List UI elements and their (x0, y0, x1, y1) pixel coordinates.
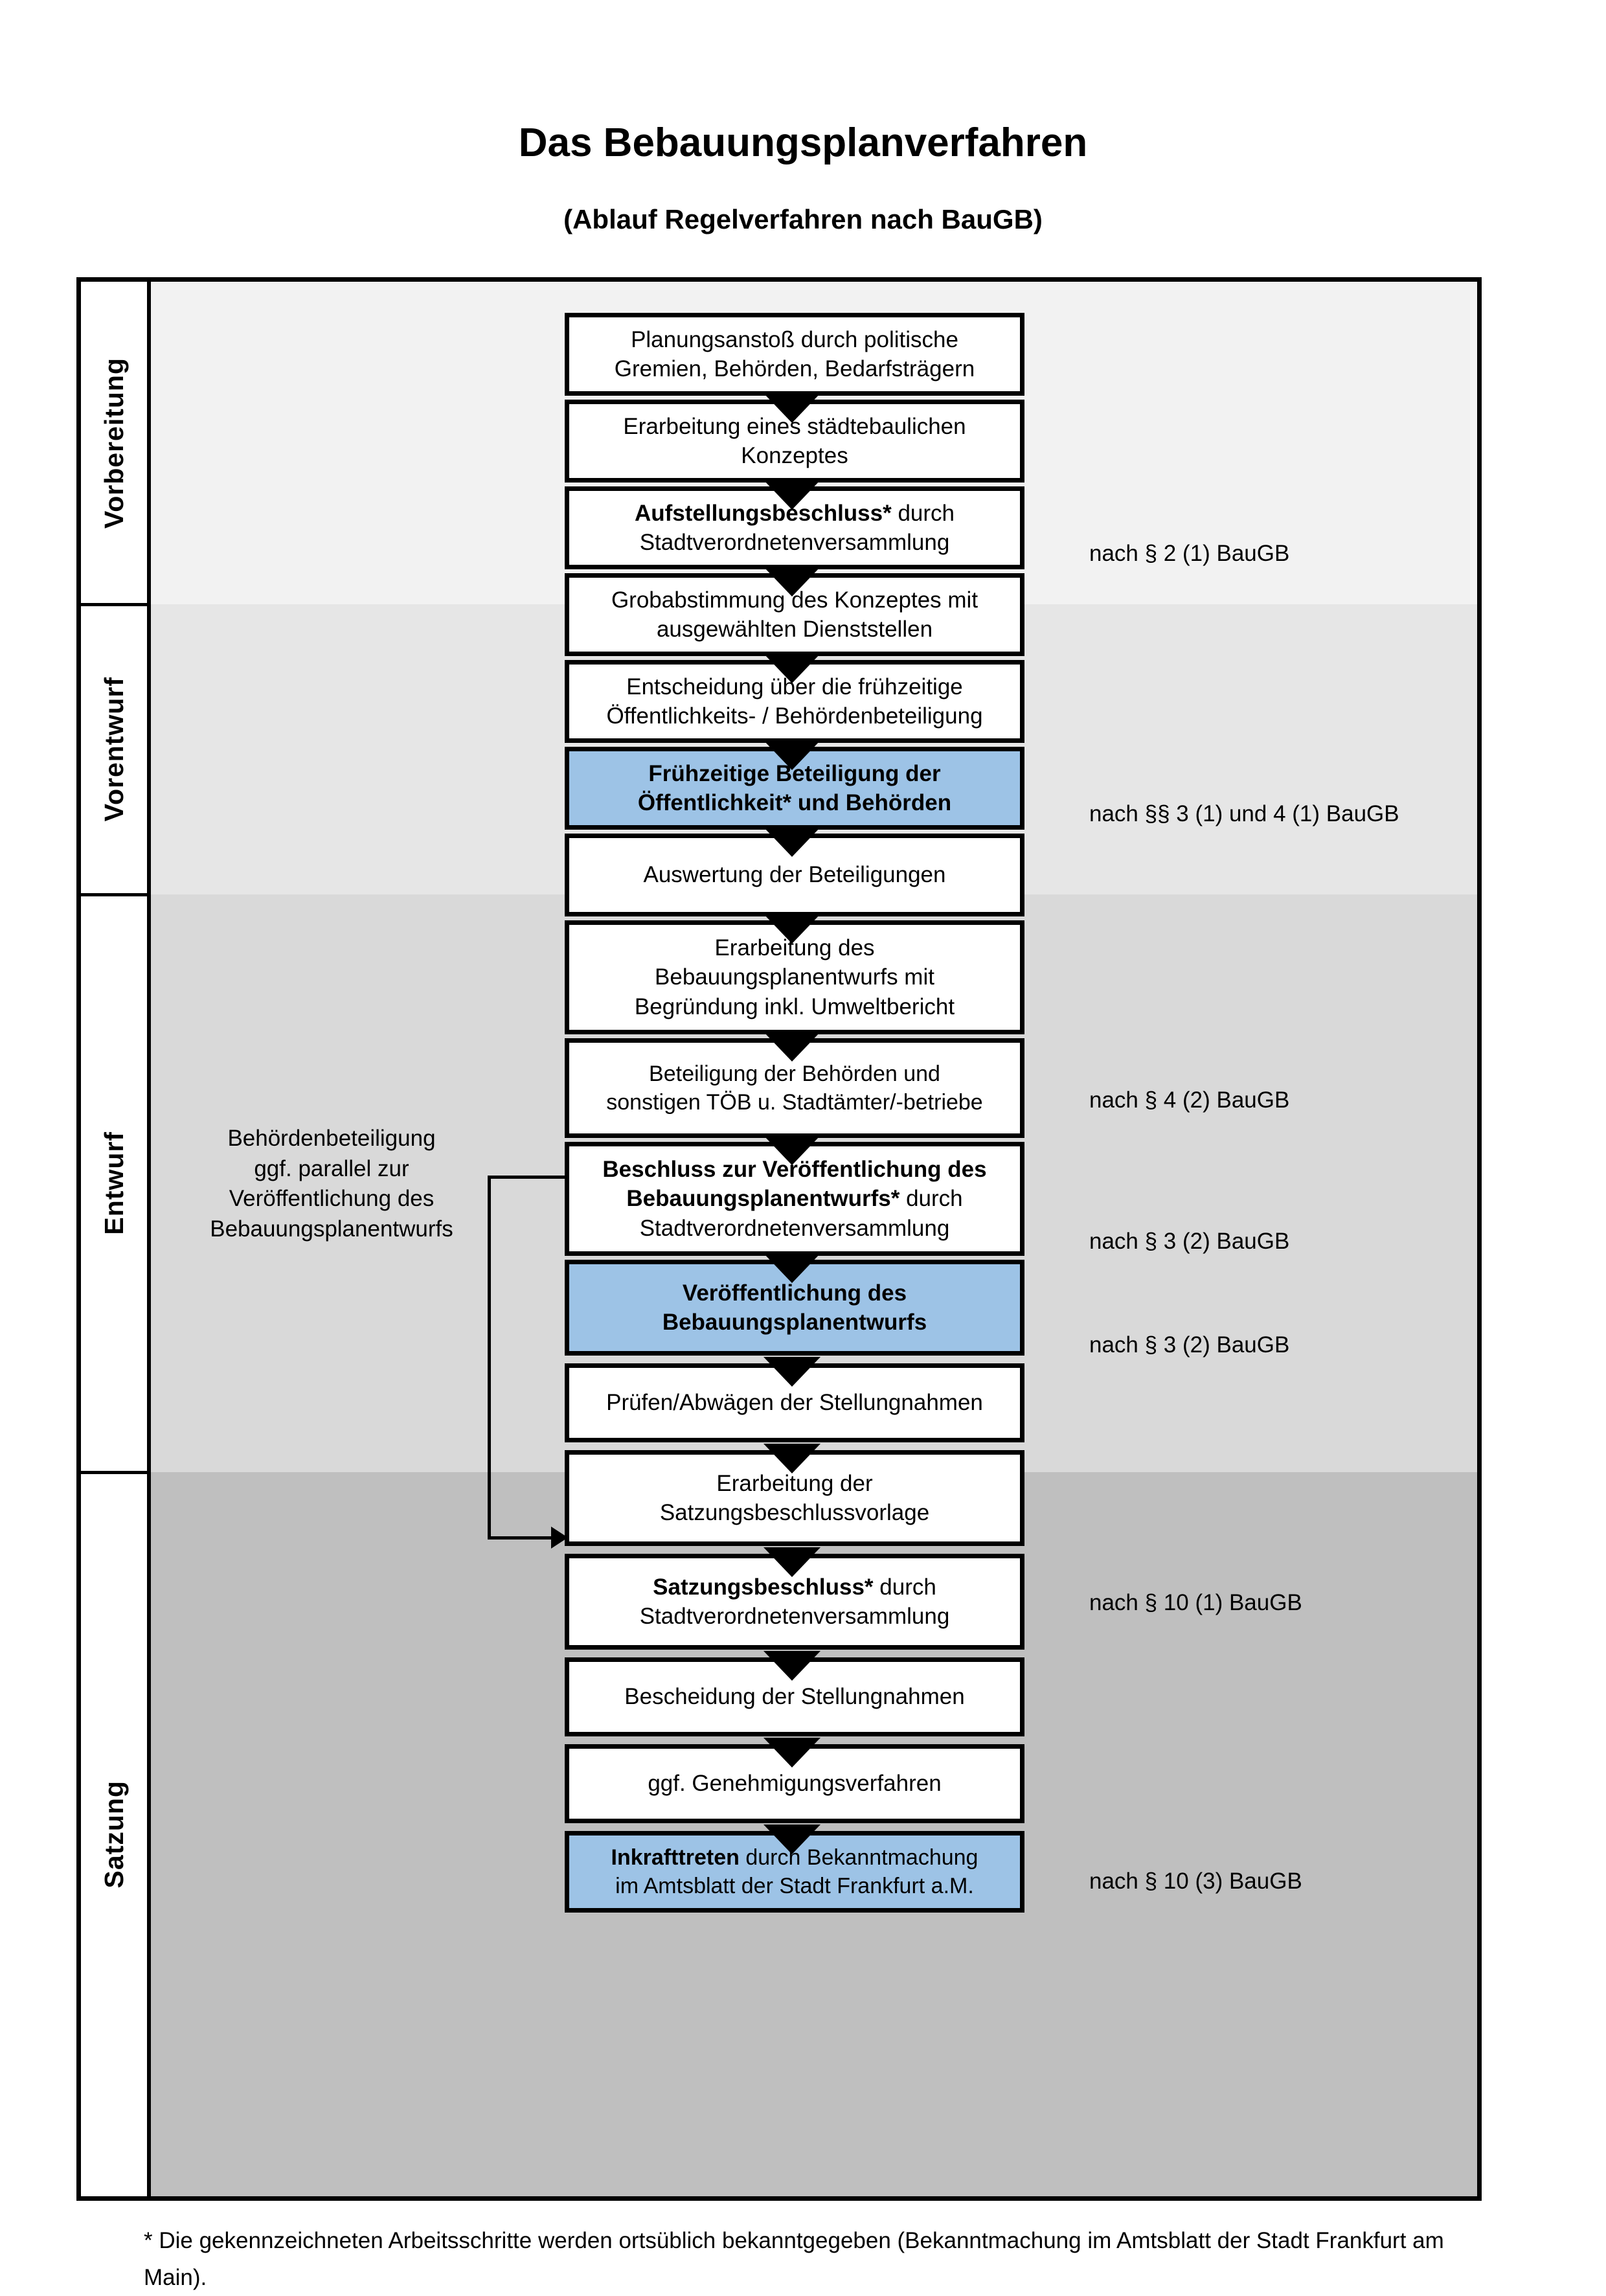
step-line: Stadtverordnetenversammlung (639, 530, 950, 555)
step-line: Gremien, Behörden, Bedarfsträgern (614, 356, 975, 381)
law-note-beschluss-veroeffentlichung: nach § 3 (2) BauGB (1089, 1229, 1290, 1254)
step-line: Stadtverordnetenversammlung (639, 1604, 950, 1629)
phase-label-entwurf: Entwurf (98, 1131, 129, 1235)
step-box-auswertung-beteiligungen[interactable]: Auswertung der Beteiligungen (565, 834, 1024, 916)
step-line: Veröffentlichung des (682, 1280, 907, 1306)
page-subtitle: (Ablauf Regelverfahren nach BauGB) (563, 204, 1043, 234)
bracket-vertical-segment (488, 1176, 491, 1538)
law-note-beteiligung-behoerden: nach § 4 (2) BauGB (1089, 1087, 1290, 1113)
step-line: sonstigen TÖB u. Stadtämter/-betriebe (606, 1090, 983, 1115)
phase-divider-3 (81, 1471, 147, 1474)
flow-arrow-6 (763, 827, 820, 857)
step-line: Bebauungsplanentwurfs mit (655, 964, 934, 990)
flow-arrow-4 (763, 654, 820, 683)
phase-divider-2 (81, 893, 147, 896)
step-line-suffix: durch (873, 1574, 936, 1600)
step-line: Planungsanstoß durch politische (631, 326, 958, 352)
step-line: Konzeptes (741, 443, 848, 468)
phase-cell-satzung: Satzung (81, 1472, 147, 2196)
side-note-line: Veröffentlichung des (229, 1186, 435, 1212)
flow-arrow-10 (763, 1253, 820, 1283)
phase-divider-1 (81, 603, 147, 606)
page-title: Das Bebauungsplanverfahren (518, 120, 1088, 165)
step-box-planungsanstoss[interactable]: Planungsanstoß durch politische Gremien,… (565, 313, 1024, 396)
law-note-satzungsbeschluss: nach § 10 (1) BauGB (1089, 1590, 1302, 1615)
flow-arrow-11 (763, 1357, 820, 1387)
step-line-suffix: durch (891, 500, 955, 526)
flow-arrow-12 (763, 1444, 820, 1473)
flow-arrow-8 (763, 1032, 820, 1062)
law-note-veroeffentlichung: nach § 3 (2) BauGB (1089, 1332, 1290, 1358)
step-line-bold: Inkrafttreten (611, 1845, 740, 1870)
step-line-bold: Satzungsbeschluss* (653, 1574, 874, 1600)
step-line: Begründung inkl. Umweltbericht (634, 994, 955, 1019)
step-line: Bescheidung der Stellungnahmen (624, 1684, 965, 1710)
step-line-suffix: durch (899, 1186, 963, 1212)
flow-arrow-15 (763, 1738, 820, 1767)
footnote: * Die gekennzeichneten Arbeitsschritte w… (144, 2228, 1444, 2290)
step-line-bold: Bebauungsplanentwurfs* (626, 1186, 900, 1212)
flow-arrow-13 (763, 1547, 820, 1577)
phase-label-vorbereitung: Vorbereitung (98, 357, 129, 529)
step-line: im Amtsblatt der Stadt Frankfurt a.M. (615, 1874, 974, 1898)
step-line: Stadtverordnetenversammlung (639, 1215, 950, 1241)
flow-arrow-2 (763, 480, 820, 510)
flow-arrow-3 (763, 567, 820, 597)
flow-arrow-14 (763, 1651, 820, 1681)
step-line: Bebauungsplanentwurfs (662, 1310, 927, 1335)
side-note-behoerdenbeteiligung: Behördenbeteiligung ggf. parallel zur Ve… (179, 1124, 484, 1244)
phase-label-column: Vorbereitung Vorentwurf Entwurf Satzung (81, 282, 151, 2196)
flow-arrow-5 (763, 740, 820, 770)
flow-arrow-1 (763, 393, 820, 423)
step-line: ggf. Genehmigungsverfahren (648, 1771, 942, 1797)
flow-arrow-7 (763, 914, 820, 944)
step-line: Beteiligung der Behörden und (649, 1061, 940, 1086)
side-note-line: ggf. parallel zur (254, 1155, 409, 1181)
phase-cell-vorbereitung: Vorbereitung (81, 282, 147, 604)
law-note-inkrafttreten: nach § 10 (3) BauGB (1089, 1869, 1302, 1894)
step-line: Satzungsbeschlussvorlage (659, 1500, 930, 1525)
phase-label-satzung: Satzung (98, 1780, 129, 1889)
bracket-arrowhead-icon (551, 1527, 568, 1549)
side-note-line: Bebauungsplanentwurfs (210, 1216, 453, 1242)
bracket-top-segment (488, 1176, 565, 1179)
step-line: Erarbeitung der (716, 1470, 873, 1496)
law-note-fruehzeitige-beteiligung: nach §§ 3 (1) und 4 (1) BauGB (1089, 801, 1399, 826)
flowchart-frame: Vorbereitung Vorentwurf Entwurf Satzung … (76, 277, 1482, 2201)
side-note-line: Behördenbeteiligung (227, 1126, 436, 1151)
bracket-bottom-segment (488, 1536, 552, 1540)
step-line: Öffentlichkeit* und Behörden (637, 790, 952, 815)
step-line: Öffentlichkeits- / Behördenbeteiligung (606, 703, 983, 729)
flow-arrow-9 (763, 1135, 820, 1165)
step-line-bold: Aufstellungsbeschluss* (634, 500, 892, 526)
phase-cell-vorentwurf: Vorentwurf (81, 604, 147, 894)
step-line: Prüfen/Abwägen der Stellungnahmen (606, 1390, 983, 1416)
phase-label-vorentwurf: Vorentwurf (98, 677, 129, 822)
flow-arrow-16 (763, 1824, 820, 1854)
step-line: Auswertung der Beteiligungen (643, 862, 946, 888)
law-note-aufstellungsbeschluss: nach § 2 (1) BauGB (1089, 541, 1290, 566)
step-line: ausgewählten Dienststellen (656, 617, 933, 642)
phase-cell-entwurf: Entwurf (81, 894, 147, 1472)
